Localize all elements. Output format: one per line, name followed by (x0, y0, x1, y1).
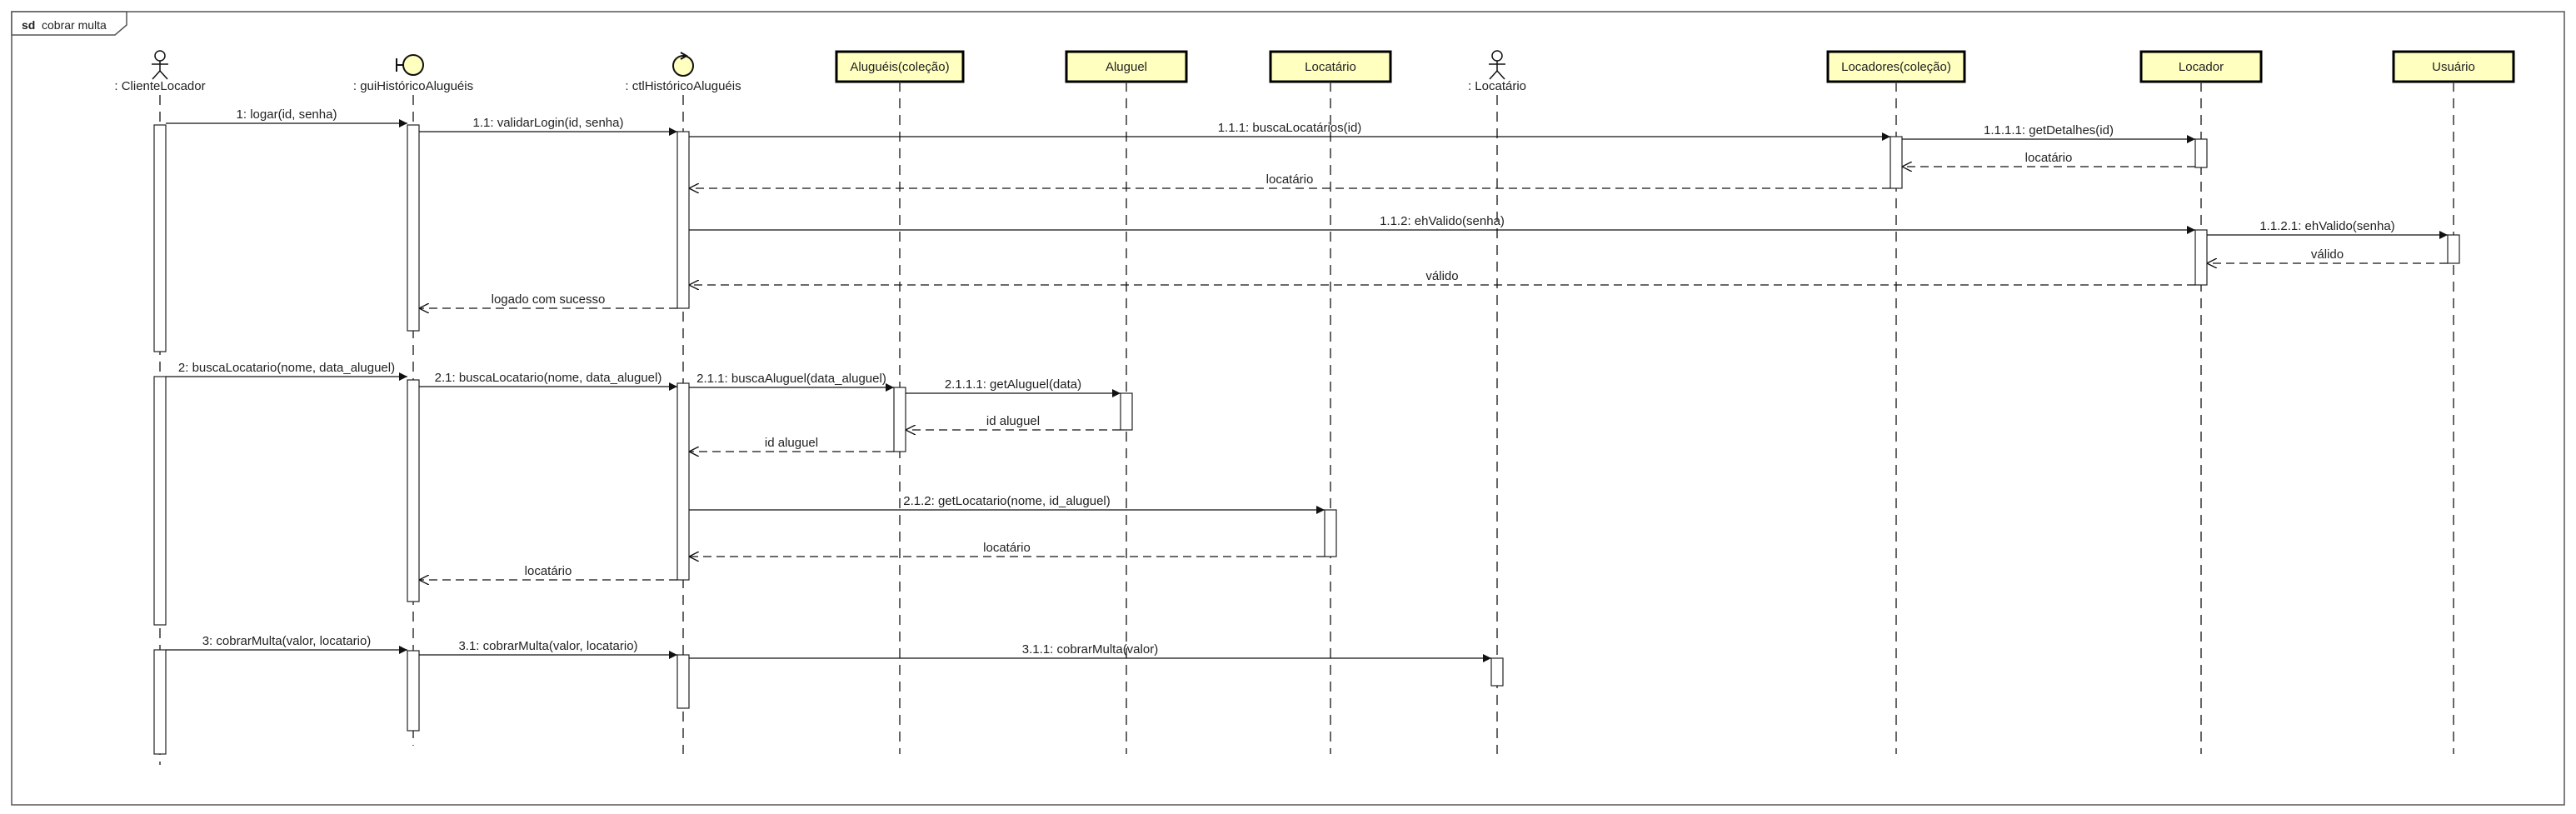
activation-bar (153, 376, 167, 626)
message-label: 3.1.1: cobrarMulta(valor) (1022, 642, 1158, 657)
message-label: logado com sucesso (492, 292, 606, 307)
frame-border (11, 11, 2565, 806)
participant-label: Aluguéis(coleção) (850, 60, 949, 74)
participant-box (2139, 50, 2263, 83)
message-label: id aluguel (986, 414, 1040, 428)
activation-bar (1890, 136, 1903, 189)
message-return: locatário (689, 172, 1890, 188)
message-label: 2: buscaLocatario(nome, data_aluguel) (178, 361, 395, 375)
message-label: válido (1425, 269, 1458, 283)
message-return: locatário (689, 541, 1325, 557)
activation-bar (407, 379, 420, 602)
message-call: 1.1.1.1: getDetalhes(id) (1902, 123, 2195, 143)
message-label: 1.1.2.1: ehValido(senha) (2259, 219, 2394, 233)
participant-locador: Locador (2139, 50, 2263, 754)
activation-bar (676, 131, 690, 309)
stick-figure-icon (1489, 50, 1505, 80)
activation-bar (893, 387, 906, 452)
message-call: 1.1.2: ehValido(senha) (689, 214, 2195, 234)
message-return: logado com sucesso (419, 292, 677, 308)
frame-keyword: sd (22, 18, 35, 32)
message-label: válido (2311, 247, 2344, 262)
message-label: 2.1.2: getLocatario(nome, id_aluguel) (903, 494, 1111, 508)
participant-box (1826, 50, 1966, 83)
participant-locatario: Locatário (1269, 50, 1392, 754)
participant-box (1065, 50, 1188, 83)
activation-bar (2447, 234, 2460, 264)
activation-bar (676, 654, 690, 709)
message-label: 2.1.1: buscaAluguel(data_aluguel) (696, 372, 886, 386)
activation-bar (153, 124, 167, 352)
stick-figure-icon (152, 50, 168, 80)
message-call: 1.1.2.1: ehValido(senha) (2207, 219, 2448, 239)
message-label: locatário (2025, 151, 2073, 165)
message-return: id aluguel (689, 436, 894, 452)
message-call: 2.1: buscaLocatario(nome, data_aluguel) (419, 371, 677, 391)
message-return: locatário (1902, 151, 2195, 167)
message-call: 2.1.2: getLocatario(nome, id_aluguel) (689, 494, 1325, 514)
message-label: 1.1.1: buscaLocatários(id) (1218, 121, 1362, 135)
participant-box (2392, 50, 2515, 83)
message-label: 1.1: validarLogin(id, senha) (473, 116, 624, 130)
message-label: 1: logar(id, senha) (237, 107, 337, 122)
message-call: 3.1.1: cobrarMulta(valor) (689, 642, 1491, 662)
control-icon (672, 52, 694, 77)
message-label: id aluguel (765, 436, 818, 450)
message-return: id aluguel (906, 414, 1121, 430)
activation-bar (1490, 657, 1504, 687)
activation-bar (1120, 392, 1133, 431)
activation-bar (1324, 509, 1337, 557)
activation-bar (407, 650, 420, 732)
participant-label: : ClienteLocador (114, 79, 205, 93)
message-call: 1.1: validarLogin(id, senha) (419, 116, 677, 136)
participant-label: Locatário (1305, 60, 1356, 74)
message-return: válido (2207, 247, 2448, 263)
participant-usuario: Usuário (2392, 50, 2515, 754)
message-call: 2.1.1: buscaAluguel(data_aluguel) (689, 372, 894, 392)
message-call: 1: logar(id, senha) (166, 107, 407, 127)
frame-tab (11, 11, 127, 36)
message-label: 1.1.1.1: getDetalhes(id) (1984, 123, 2114, 137)
participant-locadoresColecao: Locadores(coleção) (1826, 50, 1966, 754)
activation-bar (153, 649, 167, 755)
message-call: 3: cobrarMulta(valor, locatario) (166, 634, 407, 654)
message-call: 2: buscaLocatario(nome, data_aluguel) (166, 361, 407, 381)
participant-label: : ctlHistóricoAluguéis (625, 79, 741, 93)
activation-bar (676, 382, 690, 581)
message-label: 2.1.1.1: getAluguel(data) (945, 377, 1081, 392)
message-label: 1.1.2: ehValido(senha) (1380, 214, 1505, 228)
participant-locatarioActor: : Locatário (1468, 50, 1526, 754)
message-label: locatário (525, 564, 572, 578)
message-call: 3.1: cobrarMulta(valor, locatario) (419, 639, 677, 659)
activation-bar (2194, 138, 2208, 168)
participant-label: Locador (2179, 60, 2224, 74)
participant-label: Aluguel (1106, 60, 1147, 74)
message-label: locatário (1266, 172, 1314, 187)
message-call: 1.1.1: buscaLocatários(id) (689, 121, 1890, 141)
participant-label: Usuário (2432, 60, 2475, 74)
message-return: válido (689, 269, 2195, 285)
participant-box (1269, 50, 1392, 83)
message-call: 2.1.1.1: getAluguel(data) (906, 377, 1121, 397)
activation-bar (407, 124, 420, 332)
participant-label: Locadores(coleção) (1841, 60, 1951, 74)
message-label: locatário (983, 541, 1031, 555)
activation-bar (2194, 229, 2208, 286)
participant-box (835, 50, 965, 83)
message-label: 3.1: cobrarMulta(valor, locatario) (458, 639, 637, 653)
message-label: 2.1: buscaLocatario(nome, data_aluguel) (435, 371, 662, 385)
participant-label: : guiHistóricoAluguéis (353, 79, 473, 93)
boundary-icon (396, 54, 424, 76)
message-label: 3: cobrarMulta(valor, locatario) (202, 634, 372, 648)
frame-title: cobrar multa (42, 18, 107, 32)
message-return: locatário (419, 564, 677, 580)
participant-label: : Locatário (1468, 79, 1526, 93)
